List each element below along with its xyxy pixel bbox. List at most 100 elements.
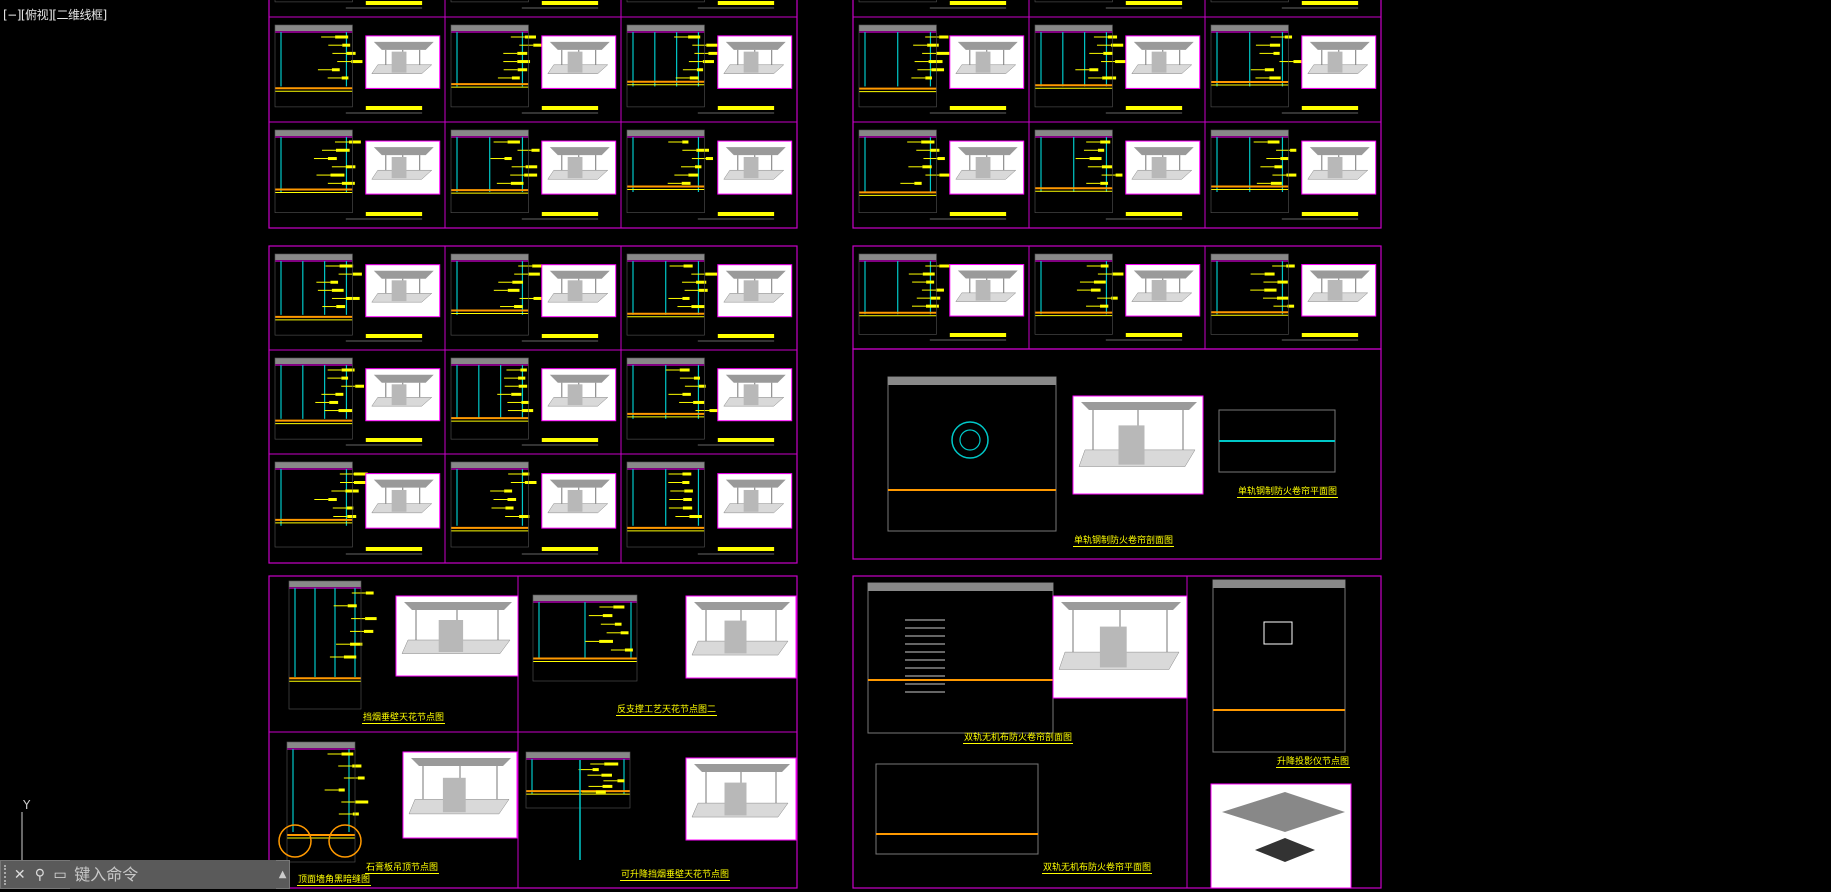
render-slab [1081,402,1197,410]
note-mark [518,384,528,388]
detail-outline [626,24,705,108]
note-mark [350,642,363,646]
render-block [1151,51,1167,73]
ceiling-slab [451,254,529,260]
render-block [1327,51,1343,73]
render-block [1255,838,1315,862]
note-mark [682,481,690,485]
render-slab [411,758,511,766]
note-mark [922,165,932,169]
render-block [975,156,991,179]
title-bar [541,1,599,5]
note-mark [351,60,363,64]
note-mark [684,489,693,493]
note-mark [504,157,512,161]
note-mark [507,498,517,502]
note-mark [691,305,705,309]
render-slab [957,41,1018,50]
detail-outline [1212,579,1346,753]
note-mark [331,68,340,72]
render-slab [725,270,786,279]
note-mark [365,591,374,595]
note-mark [937,157,945,161]
caption-single-rail-section: 单轨钢制防火卷帘剖面图 [1073,536,1175,547]
ceiling-slab [627,358,705,364]
title-bar [365,334,423,338]
note-mark [345,296,360,300]
ceiling-slab [289,581,361,587]
caption-gypsum-ceiling: 石膏板吊顶节点图 [365,863,440,874]
render-slab [1222,792,1345,832]
note-mark [689,76,699,80]
detail-outline [274,253,353,336]
render-slab [373,374,434,383]
ceiling-slab [888,377,1056,385]
note-mark [1111,272,1124,276]
title-bar [717,438,775,442]
ceiling-slab [1213,580,1345,588]
note-mark [693,400,705,404]
note-mark [338,409,353,413]
render-block [743,51,759,73]
ceiling-slab [451,358,529,364]
render-block [743,156,759,179]
render-slab [549,270,610,279]
shutter-drum [959,429,981,451]
grip-handle[interactable] [4,864,10,885]
render-slab [957,270,1018,279]
note-mark [683,264,693,268]
render-block [743,489,759,512]
note-mark [514,305,523,309]
caption-double-rail-plan: 双轨无机布防火卷帘平面图 [1042,863,1153,874]
render-slab [1309,41,1370,50]
ceiling-slab [533,595,637,601]
title-bar [1301,212,1359,216]
detail-outline [875,763,1039,855]
render-slab [1133,147,1194,156]
note-mark [599,639,613,643]
note-mark [510,181,524,185]
note-mark [347,515,357,519]
note-mark [341,368,355,372]
viewport-controls[interactable]: [−][俯视][二维线框] [3,8,107,22]
ceiling-slab [627,254,705,260]
detail-outline [288,580,362,710]
note-mark [614,622,622,626]
render-block [391,280,407,302]
command-history-icon[interactable]: ▭ [53,866,67,883]
command-input[interactable] [70,860,277,889]
note-mark [512,280,523,284]
render-block [743,280,759,302]
chevron-up-icon[interactable]: ▲ [278,869,287,880]
render-slab [1133,270,1194,279]
render-block [438,620,464,652]
title-bar [949,333,1007,337]
note-mark [1264,68,1274,72]
note-mark [925,304,939,308]
note-mark [363,629,374,633]
title-bar [1301,106,1359,110]
detail-outline [626,461,705,548]
caption-anti-brace: 反支撑工艺天花节点图二 [616,705,718,716]
note-mark [928,60,943,64]
note-mark [517,60,531,64]
close-icon[interactable]: ✕ [13,866,26,883]
render-slab [373,479,434,488]
note-mark [346,506,354,510]
title-bar [1125,106,1183,110]
note-mark [355,384,364,388]
note-mark [352,812,359,816]
note-mark [1111,296,1118,300]
ceiling-slab [859,25,937,31]
wrench-icon[interactable]: ⚲ [34,866,46,883]
note-mark [683,498,692,502]
ceiling-slab [275,254,353,260]
note-mark [698,384,706,388]
ceiling-slab [275,462,353,468]
render-slab [1309,270,1370,279]
note-mark [705,157,714,161]
title-bar [541,106,599,110]
note-mark [702,60,714,64]
note-mark [921,140,935,144]
